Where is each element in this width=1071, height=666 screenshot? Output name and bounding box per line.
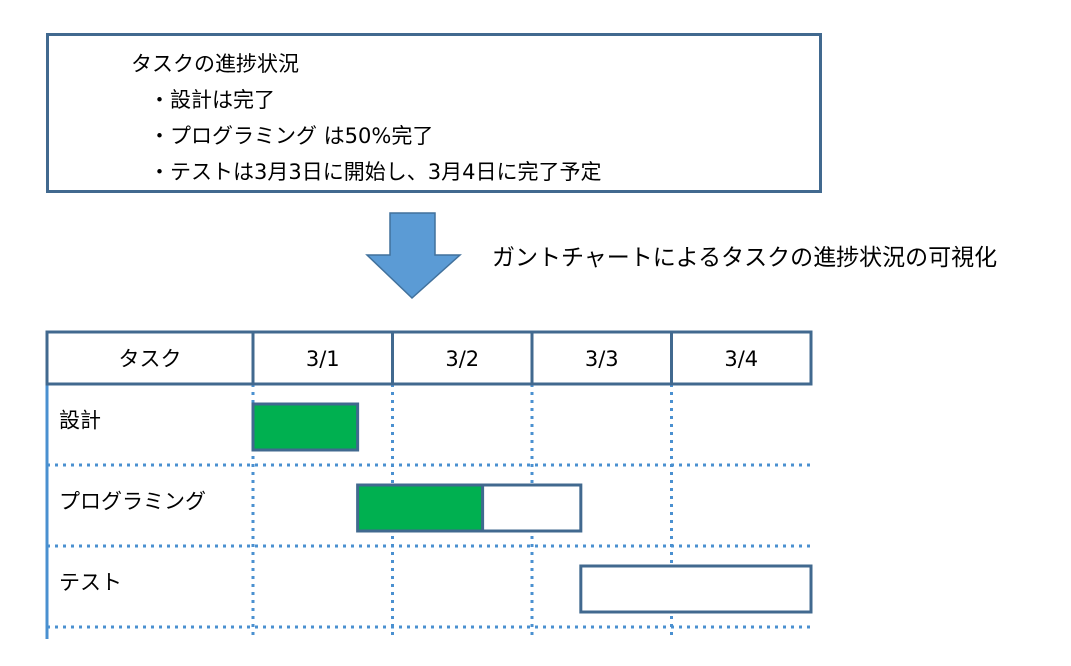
summary-title: タスクの進捗状況: [131, 52, 299, 76]
header-task-label: タスク: [119, 347, 182, 371]
header-date-label: 3/3: [585, 347, 619, 371]
task-bar: [579, 564, 813, 614]
task-bar-outline: [251, 402, 360, 452]
header-cell-date: [670, 330, 813, 386]
summary-item-programming: ・プログラミング は50%完了: [149, 124, 434, 148]
task-bar-progress: [357, 485, 483, 531]
progress-summary-box: タスクの進捗状況 ・設計は完了 ・プログラミング は50%完了 ・テストは3月3…: [46, 33, 822, 193]
header-cell-date: [530, 330, 673, 386]
task-label: プログラミング: [59, 490, 206, 514]
header-cell-task: [45, 330, 255, 386]
task-bar: [356, 483, 583, 533]
header-cell-date: [391, 330, 534, 386]
task-bar-background: [580, 566, 811, 612]
header-date-label: 3/2: [445, 347, 479, 371]
gantt-caption: ガントチャートによるタスクの進捗状況の可視化: [492, 245, 998, 271]
header-cell-date: [251, 330, 394, 386]
task-bar: [251, 402, 360, 452]
down-arrow-icon: [365, 212, 462, 300]
task-bar-outline: [356, 483, 583, 533]
header-date-label: 3/4: [724, 347, 758, 371]
summary-item-test: ・テストは3月3日に開始し、3月4日に完了予定: [149, 160, 602, 184]
task-bar-progress: [253, 404, 358, 450]
gantt-bars: [251, 402, 813, 614]
task-label: テスト: [59, 571, 122, 595]
header-date-label: 3/1: [306, 347, 340, 371]
gantt-header: タスク 3/1 3/2 3/3 3/4: [45, 330, 813, 386]
task-label: 設計: [59, 409, 101, 433]
summary-item-design: ・設計は完了: [149, 88, 275, 112]
task-bar-outline: [579, 564, 813, 614]
